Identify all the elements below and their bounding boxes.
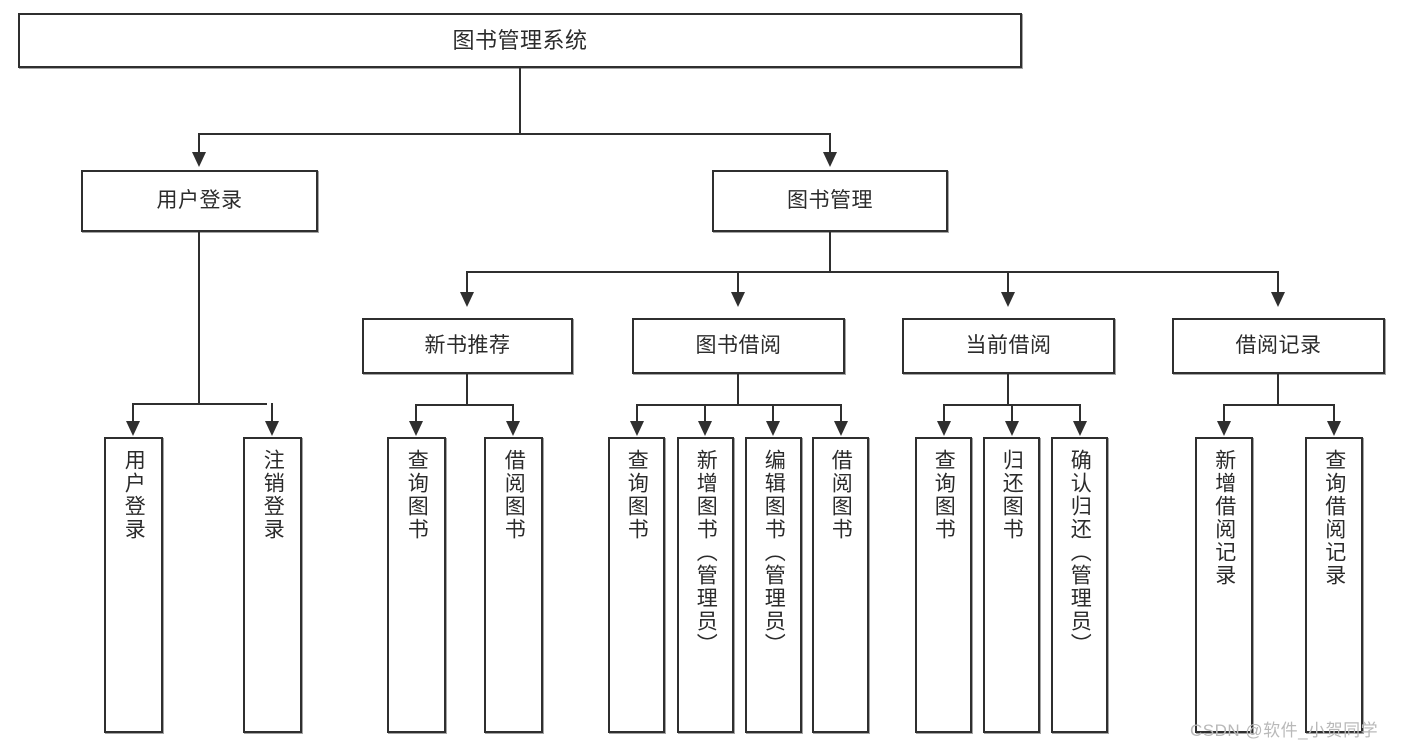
node-label: 归还图书	[1000, 449, 1024, 541]
leaf-book-borrow-edit[interactable]: 编辑图书（管理员）	[745, 437, 802, 733]
connector-new-book-stem	[466, 374, 468, 406]
connector-borrow-record-drop-1	[1223, 404, 1225, 422]
connector-book-borrow-stem	[737, 374, 739, 406]
connector-to-book-borrow	[737, 271, 739, 293]
node-book-management[interactable]: 图书管理	[712, 170, 948, 232]
connector-book-borrow-bar	[636, 404, 841, 406]
arrow-leaf-new-book-2	[506, 421, 520, 436]
connector-new-book-bar	[415, 404, 514, 406]
connector-user-login-stem	[198, 232, 200, 405]
connector-borrow-record-bar	[1223, 404, 1335, 406]
leaf-user-login-login[interactable]: 用户登录	[104, 437, 163, 733]
node-label: 查询图书	[405, 449, 429, 541]
connector-user-login-bar	[132, 403, 267, 405]
leaf-new-book-query[interactable]: 查询图书	[387, 437, 446, 733]
connector-root-bar	[198, 133, 831, 135]
arrow-leaf-borrow-record-1	[1217, 421, 1231, 436]
node-label: 编辑图书（管理员）	[762, 449, 786, 656]
connector-to-new-book	[466, 271, 468, 293]
arrow-leaf-borrow-record-2	[1327, 421, 1341, 436]
connector-borrow-record-stem	[1277, 374, 1279, 406]
node-label: 图书管理	[787, 188, 873, 212]
connector-to-current-borrow	[1007, 271, 1009, 293]
node-new-book-recommend[interactable]: 新书推荐	[362, 318, 573, 374]
node-book-borrow[interactable]: 图书借阅	[632, 318, 845, 374]
connector-current-borrow-drop-2	[1011, 404, 1013, 422]
node-label: 确认归还（管理员）	[1068, 449, 1092, 656]
arrow-to-new-book	[460, 292, 474, 307]
arrow-leaf-book-borrow-4	[834, 421, 848, 436]
connector-to-user-login	[198, 133, 200, 153]
connector-book-borrow-drop-3	[772, 404, 774, 422]
arrow-to-user-login	[192, 152, 206, 167]
node-label: 当前借阅	[965, 333, 1052, 357]
node-label: 新增图书（管理员）	[694, 449, 718, 656]
node-label: 查询图书	[625, 449, 649, 541]
arrow-to-book-mgmt	[823, 152, 837, 167]
connector-new-book-drop-2	[512, 404, 514, 422]
leaf-current-borrow-confirm[interactable]: 确认归还（管理员）	[1051, 437, 1108, 733]
connector-root-stem	[519, 68, 521, 133]
connector-user-login-drop-1	[132, 403, 134, 422]
node-label: 图书借阅	[695, 333, 782, 357]
node-label: 用户登录	[156, 188, 243, 212]
node-label: 注销登录	[261, 449, 285, 541]
connector-book-mgmt-stem	[829, 232, 831, 272]
node-label: 新书推荐	[424, 333, 511, 357]
node-user-login[interactable]: 用户登录	[81, 170, 318, 232]
leaf-user-login-logout[interactable]: 注销登录	[243, 437, 302, 733]
connector-current-borrow-drop-3	[1079, 404, 1081, 422]
node-label: 新增借阅记录	[1212, 449, 1236, 587]
arrow-leaf-current-borrow-2	[1005, 421, 1019, 436]
connector-to-book-mgmt	[829, 133, 831, 153]
connector-borrow-record-drop-2	[1333, 404, 1335, 422]
leaf-borrow-record-add[interactable]: 新增借阅记录	[1195, 437, 1253, 733]
leaf-current-borrow-return[interactable]: 归还图书	[983, 437, 1040, 733]
connector-current-borrow-stem	[1007, 374, 1009, 406]
arrow-leaf-book-borrow-2	[698, 421, 712, 436]
connector-to-borrow-record	[1277, 271, 1279, 293]
leaf-book-borrow-query[interactable]: 查询图书	[608, 437, 665, 733]
node-root-system[interactable]: 图书管理系统	[18, 13, 1022, 68]
connector-book-borrow-drop-2	[704, 404, 706, 422]
leaf-current-borrow-query[interactable]: 查询图书	[915, 437, 972, 733]
node-label: 借阅记录	[1235, 333, 1322, 357]
arrow-leaf-current-borrow-3	[1073, 421, 1087, 436]
arrow-leaf-new-book-1	[409, 421, 423, 436]
node-label: 用户登录	[122, 449, 146, 541]
node-label: 查询图书	[932, 449, 956, 541]
csdn-watermark: CSDN @软件_小贺同学	[1190, 721, 1379, 740]
node-borrow-record[interactable]: 借阅记录	[1172, 318, 1385, 374]
arrow-leaf-current-borrow-1	[937, 421, 951, 436]
connector-user-login-drop-2	[271, 403, 273, 422]
node-label: 查询借阅记录	[1322, 449, 1346, 587]
node-current-borrow[interactable]: 当前借阅	[902, 318, 1115, 374]
node-label: 图书管理系统	[452, 27, 588, 53]
arrow-leaf-user-login-2	[265, 421, 279, 436]
node-label: 借阅图书	[502, 449, 526, 541]
connector-book-borrow-drop-4	[840, 404, 842, 422]
connector-new-book-drop-1	[415, 404, 417, 422]
arrow-leaf-book-borrow-3	[766, 421, 780, 436]
arrow-leaf-book-borrow-1	[630, 421, 644, 436]
leaf-book-borrow-borrow[interactable]: 借阅图书	[812, 437, 869, 733]
connector-book-borrow-drop-1	[636, 404, 638, 422]
connector-book-mgmt-bar	[466, 271, 1279, 273]
leaf-book-borrow-add[interactable]: 新增图书（管理员）	[677, 437, 734, 733]
leaf-new-book-borrow[interactable]: 借阅图书	[484, 437, 543, 733]
arrow-to-book-borrow	[731, 292, 745, 307]
connector-current-borrow-drop-1	[943, 404, 945, 422]
node-label: 借阅图书	[829, 449, 853, 541]
arrow-to-borrow-record	[1271, 292, 1285, 307]
leaf-borrow-record-query[interactable]: 查询借阅记录	[1305, 437, 1363, 733]
arrow-to-current-borrow	[1001, 292, 1015, 307]
arrow-leaf-user-login-1	[126, 421, 140, 436]
